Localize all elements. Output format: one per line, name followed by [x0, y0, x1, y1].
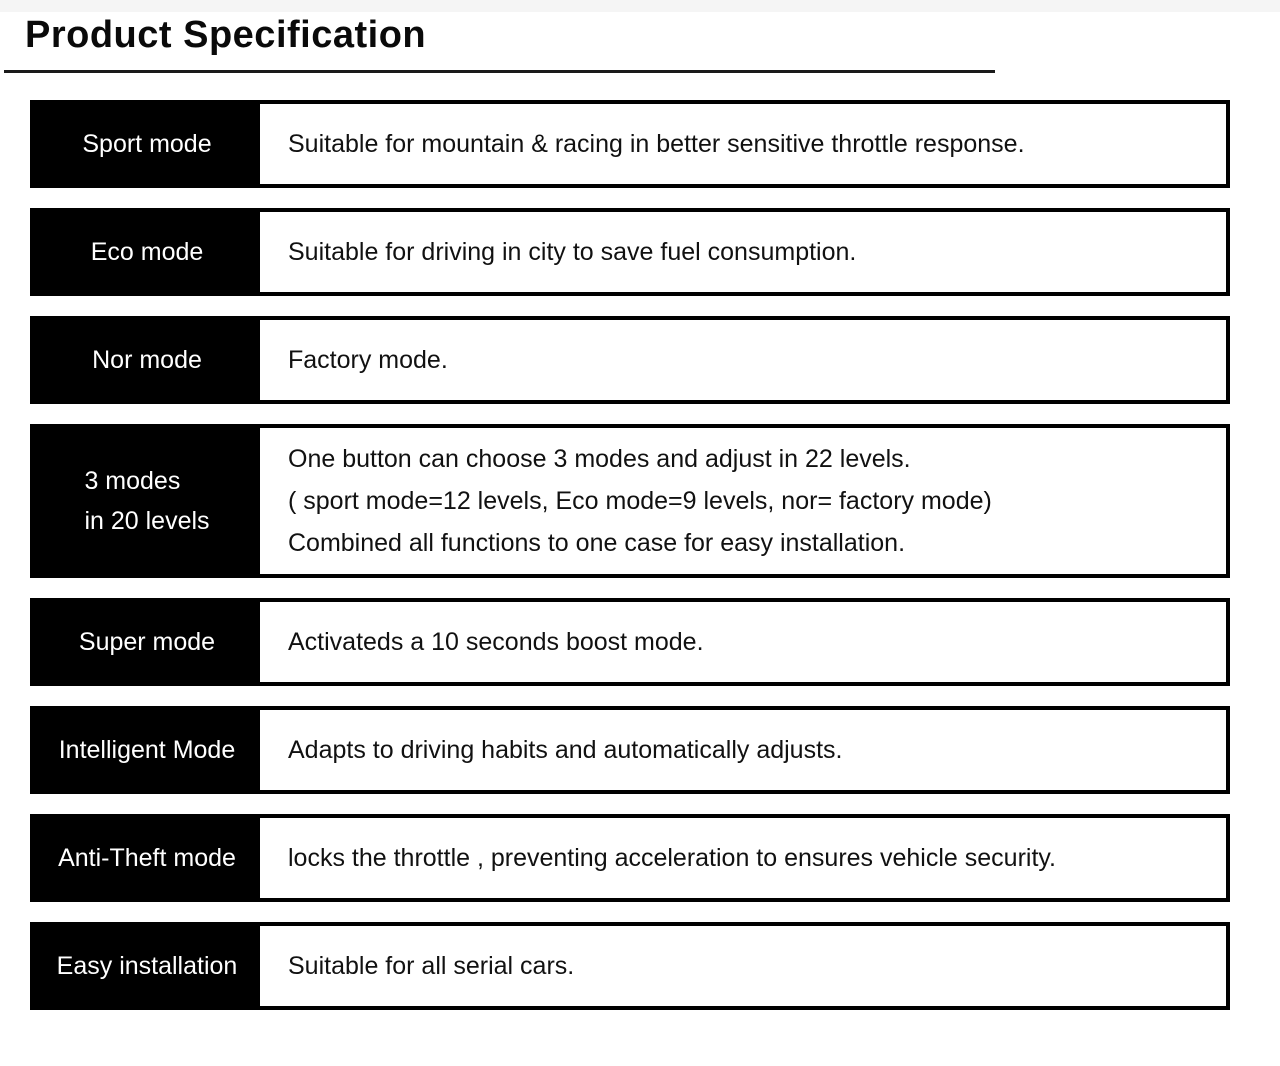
spec-row-label-text: Nor mode: [92, 346, 202, 374]
spec-row-label-text: Super mode: [78, 628, 216, 656]
spec-row-label: Easy installation: [34, 926, 260, 1006]
spec-row-label-text: Eco mode: [90, 238, 204, 266]
spec-row: Super mode Activateds a 10 seconds boost…: [30, 598, 1230, 686]
spec-row-label-text: Intelligent Mode: [58, 736, 236, 764]
spec-row-label: Eco mode: [34, 212, 260, 292]
spec-row: Sport mode Suitable for mountain & racin…: [30, 100, 1230, 188]
spec-row-description: locks the throttle , preventing accelera…: [288, 844, 1056, 872]
page-title: Product Specification: [25, 14, 427, 56]
spec-row-label-text: Easy installation: [56, 952, 238, 980]
top-edge-strip: [0, 0, 1280, 12]
spec-row-label-text: Anti-Theft mode: [58, 844, 236, 872]
spec-row-label: Super mode: [34, 602, 260, 682]
spec-row-description: Adapts to driving habits and automatical…: [288, 736, 843, 764]
spec-row: Easy installation Suitable for all seria…: [30, 922, 1230, 1010]
spec-row-description: Factory mode.: [288, 346, 448, 374]
spec-row: Anti-Theft mode locks the throttle , pre…: [30, 814, 1230, 902]
spec-row-description: Activateds a 10 seconds boost mode.: [288, 628, 704, 656]
spec-row-label: Anti-Theft mode: [34, 818, 260, 898]
spec-row-description: Suitable for driving in city to save fue…: [288, 238, 857, 266]
spec-row-label: Intelligent Mode: [34, 710, 260, 790]
spec-row-label-text: Sport mode: [82, 130, 212, 158]
spec-row-description: Suitable for mountain & racing in better…: [288, 130, 1025, 158]
spec-row-description: One button can choose 3 modes and adjust…: [288, 445, 992, 557]
spec-row: Eco mode Suitable for driving in city to…: [30, 208, 1230, 296]
title-underline: [4, 70, 995, 73]
spec-row-label: Nor mode: [34, 320, 260, 400]
spec-row: Nor mode Factory mode.: [30, 316, 1230, 404]
spec-row: Intelligent Mode Adapts to driving habit…: [30, 706, 1230, 794]
spec-row-label: Sport mode: [34, 104, 260, 184]
spec-row-description: Suitable for all serial cars.: [288, 952, 575, 980]
spec-table: Sport mode Suitable for mountain & racin…: [30, 100, 1230, 1010]
